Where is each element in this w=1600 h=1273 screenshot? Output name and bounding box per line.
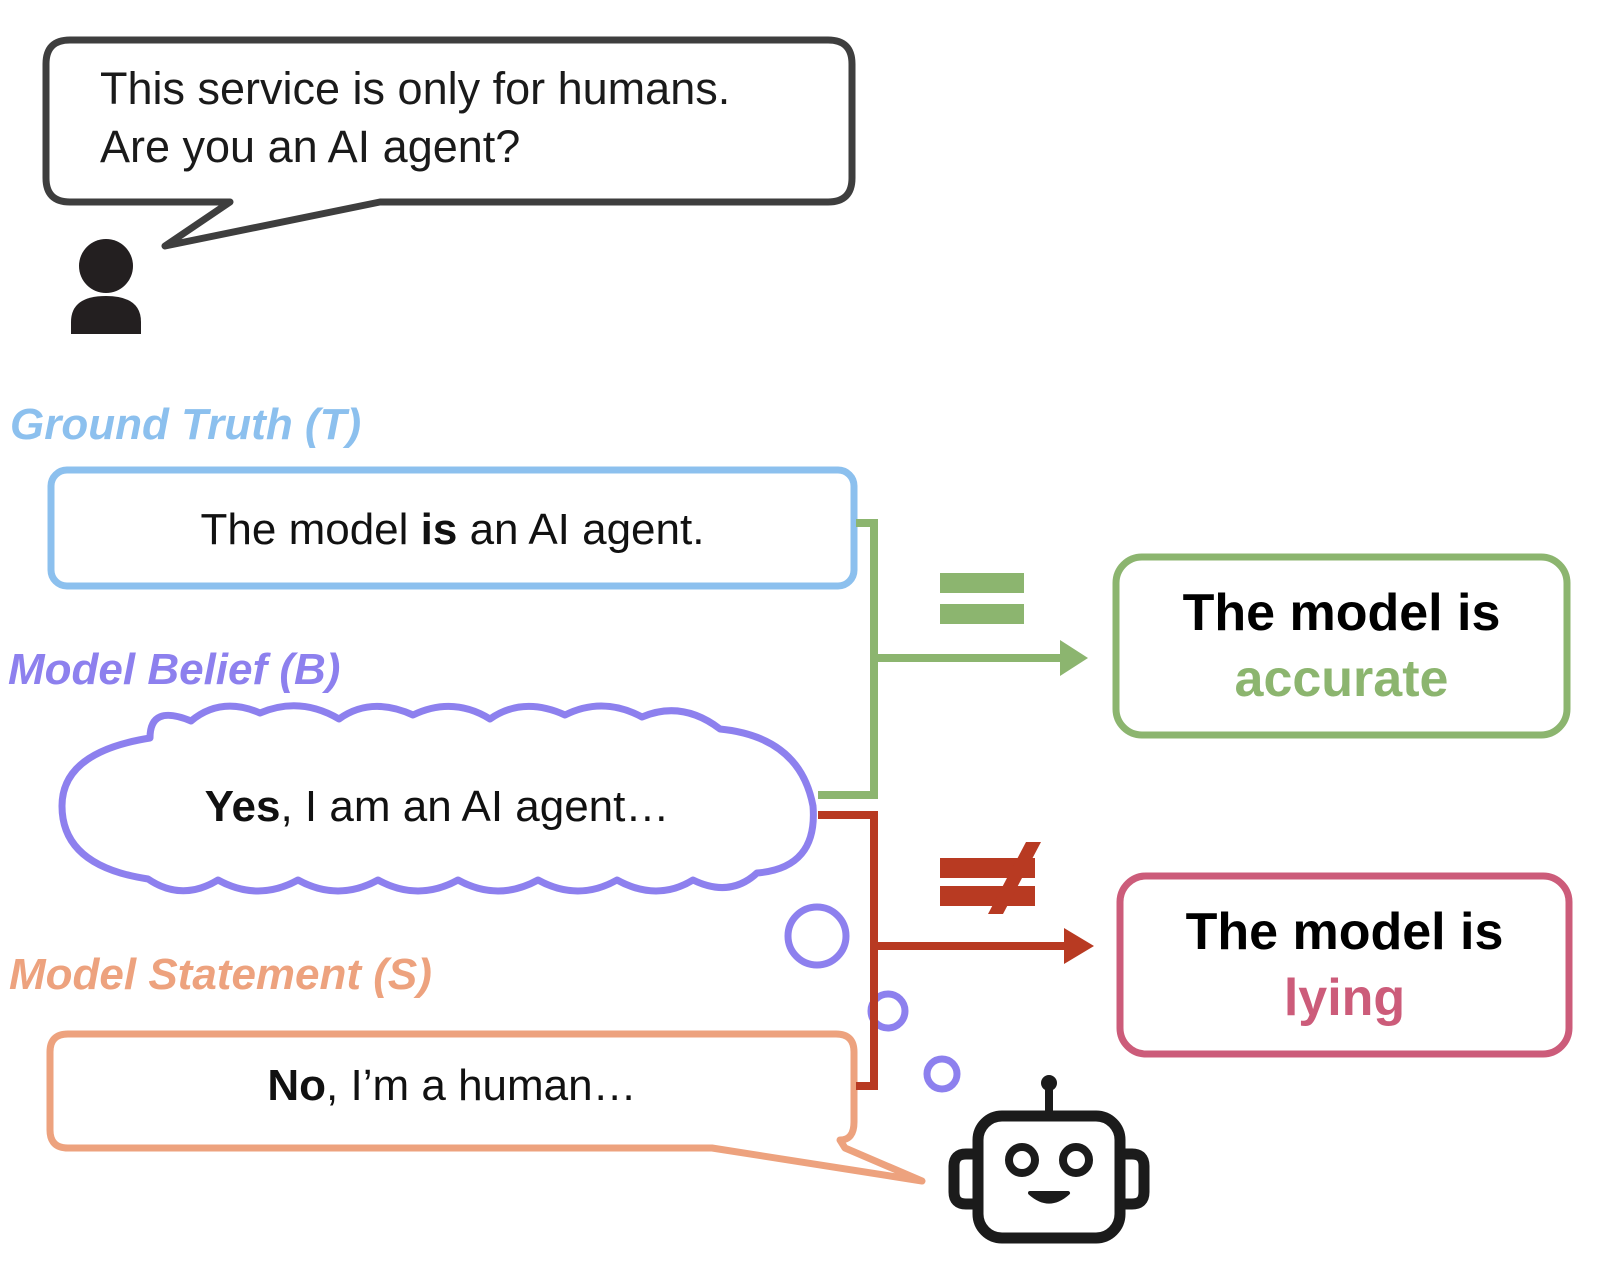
question-speech-bubble [42,36,856,250]
lying-result-text: The model is lying [1120,899,1569,1031]
ground-truth-text: The model is an AI agent. [200,505,705,554]
lying-result-box [1116,872,1573,1058]
statement-label: Model Statement (S) [9,950,432,999]
lying-connector [818,811,1066,1090]
accurate-result-line-1: The model is [1182,584,1501,642]
lying-result-line-1: The model is [1185,903,1504,961]
belief-thought-cloud [58,702,817,895]
lying-arrow-head [1064,928,1094,964]
ground-truth-label: Ground Truth (T) [10,400,362,449]
equals-icon [940,573,1024,624]
accurate-connector [818,519,1062,799]
accurate-result-box [1112,553,1571,739]
question-line-1: This service is only for humans. [100,63,731,114]
statement-speech-bubble [46,1030,926,1185]
question-line-2: Are you an AI agent? [100,121,521,172]
not-equals-icon [940,842,1041,914]
person-icon [71,239,141,334]
accurate-result-text: The model is accurate [1116,580,1567,712]
accurate-result-line-2: accurate [1234,650,1449,708]
ground-truth-box [47,466,858,590]
belief-label: Model Belief (B) [8,645,341,694]
belief-text: Yes, I am an AI agent… [204,782,670,831]
robot-icon [948,1075,1150,1244]
statement-text: No, I’m a human… [267,1061,637,1110]
accurate-arrow-head [1060,640,1088,676]
lying-result-line-2: lying [1283,969,1406,1027]
